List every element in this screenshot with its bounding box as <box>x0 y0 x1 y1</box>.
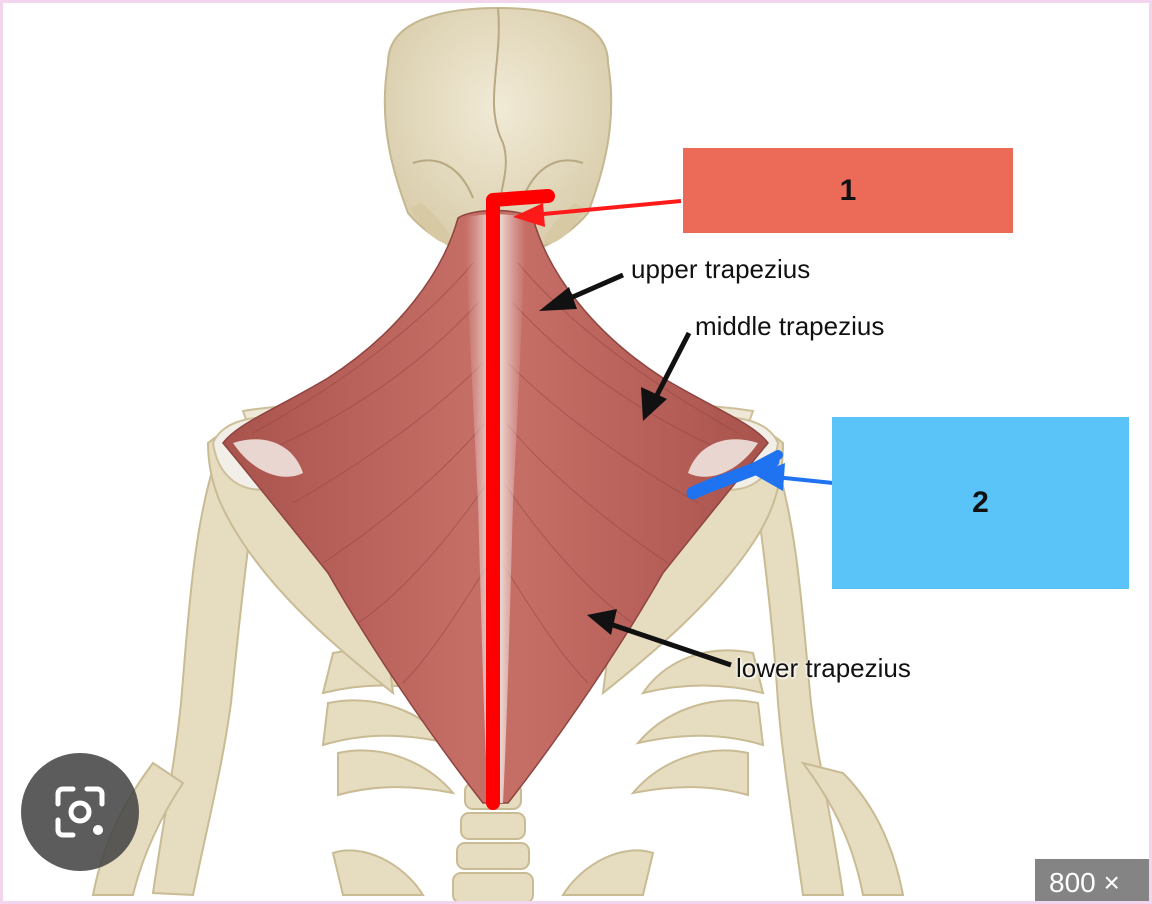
annotation-box-2[interactable]: 2 <box>832 417 1129 589</box>
annotation-box-2-number: 2 <box>972 486 989 519</box>
blue-marker <box>686 450 834 500</box>
middle-arrow <box>652 331 692 401</box>
red-pointer-arrow <box>513 199 682 227</box>
anatomy-illustration <box>91 6 905 901</box>
visual-search-button[interactable] <box>21 753 139 871</box>
annotation-box-1-number: 1 <box>839 173 857 207</box>
lower-arrow <box>606 620 732 668</box>
image-size-badge: 800 × <box>1035 859 1149 901</box>
label-lower-trapezius: lower trapezius <box>736 653 911 683</box>
label-middle-trapezius: middle trapezius <box>695 311 885 341</box>
label-upper-trapezius: upper trapezius <box>631 254 811 284</box>
annotation-box-1[interactable]: 1 <box>683 148 1013 233</box>
label-arrows <box>539 272 732 668</box>
red-marker-line <box>486 189 555 810</box>
visual-search-icon <box>55 786 105 838</box>
